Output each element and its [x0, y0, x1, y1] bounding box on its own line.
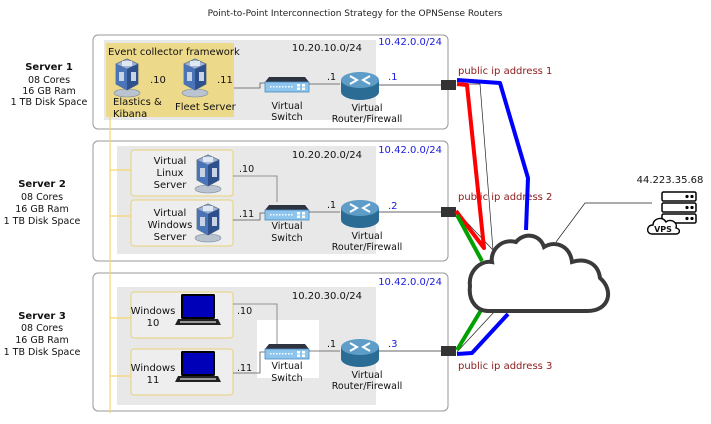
router-icon — [340, 199, 380, 229]
tunnel-links — [454, 78, 530, 356]
server-2: Server 2 08 Cores 16 GB Ram 1 TB Disk Sp… — [4, 140, 552, 262]
host-label: 11 — [147, 375, 160, 386]
switch-label: Switch — [271, 233, 302, 244]
router-icon — [340, 338, 380, 368]
switch-label: Switch — [271, 112, 302, 123]
host-label: Windows — [148, 220, 193, 231]
laptop-icon — [175, 351, 221, 382]
host-label-kibana: Kibana — [113, 109, 147, 120]
server-2-ram: 16 GB Ram — [15, 204, 68, 215]
host-label: Virtual — [154, 208, 187, 219]
diagram-title: Point-to-Point Interconnection Strategy … — [208, 9, 503, 19]
wan-port-1 — [441, 80, 456, 90]
switch-label: Virtual — [271, 221, 302, 232]
virtualbox-icon — [113, 58, 141, 98]
switch-label: Virtual — [271, 361, 302, 372]
vps-server-icon: VPS — [646, 191, 697, 235]
server-1-ram: 16 GB Ram — [22, 86, 75, 97]
host-label-elastic: Elastics & — [113, 97, 162, 108]
host-label: 10 — [147, 318, 160, 329]
vps-ip: 44.223.35.68 — [637, 175, 704, 186]
host-ip: .11 — [239, 209, 254, 220]
router-wan-ip: .1 — [388, 72, 398, 83]
event-collector-label: Event collector framework — [108, 47, 240, 58]
host-label: Server — [154, 232, 188, 243]
server-3-cores: 08 Cores — [21, 323, 63, 334]
server-1: Server 1 08 Cores 16 GB Ram 1 TB Disk Sp… — [11, 34, 552, 130]
host-ip: .10 — [150, 75, 166, 86]
server-1-disk: 1 TB Disk Space — [11, 97, 88, 108]
router-label: Router/Firewall — [332, 114, 403, 125]
server-3: Server 3 08 Cores 16 GB Ram 1 TB Disk Sp… — [4, 272, 552, 412]
virtual-switch-icon — [264, 204, 310, 221]
host-label-fleet: Fleet Server — [175, 102, 237, 113]
vps-label: VPS — [654, 225, 672, 234]
server-3-wan-subnet: 10.42.0.0/24 — [378, 277, 442, 288]
server-1-wan-subnet: 10.42.0.0/24 — [378, 37, 442, 48]
virtual-switch-icon — [264, 343, 310, 360]
router-wan-ip: .3 — [388, 339, 398, 350]
tunnel-thin-3 — [456, 310, 496, 353]
public-ip-label-1: public ip address 1 — [458, 66, 552, 77]
server-1-name: Server 1 — [25, 62, 73, 73]
management-bus — [109, 117, 131, 413]
server-1-lan-subnet: 10.20.10.0/24 — [292, 43, 362, 54]
virtualbox-icon — [194, 154, 222, 194]
wan-port-2 — [441, 207, 456, 217]
server-3-ram: 16 GB Ram — [15, 335, 68, 346]
server-2-disk: 1 TB Disk Space — [4, 216, 81, 227]
server-3-disk: 1 TB Disk Space — [4, 347, 81, 358]
host-label: Virtual — [154, 156, 187, 167]
host-ip: .10 — [237, 306, 252, 317]
public-ip-label-2: public ip address 2 — [458, 192, 552, 203]
router-lan-ip: .1 — [327, 72, 336, 83]
switch-label: Switch — [271, 373, 302, 384]
router-lan-ip: .1 — [327, 200, 336, 211]
server-1-cores: 08 Cores — [28, 75, 70, 86]
router-wan-ip: .2 — [388, 201, 398, 212]
tunnel-green-top — [455, 214, 484, 262]
router-lan-ip: .1 — [327, 339, 336, 350]
virtualbox-icon — [194, 203, 222, 243]
host-label: Server — [154, 180, 188, 191]
host-label: Windows — [131, 306, 176, 317]
vps-link — [555, 202, 652, 243]
router-label: Virtual — [351, 370, 382, 381]
server-3-lan-subnet: 10.20.30.0/24 — [292, 291, 362, 302]
server-2-cores: 08 Cores — [21, 192, 63, 203]
tunnel-green-bottom — [455, 305, 485, 352]
host-ip: .11 — [237, 363, 252, 374]
tunnel-blue-bottom — [456, 312, 510, 356]
host-ip: .11 — [217, 75, 233, 86]
router-label: Router/Firewall — [332, 381, 403, 392]
tunnel-blue-top — [456, 78, 530, 231]
host-ip: .10 — [239, 164, 254, 175]
wan-port-3 — [441, 346, 456, 356]
virtualbox-icon — [181, 58, 209, 98]
router-icon — [340, 71, 380, 101]
public-ip-label-3: public ip address 3 — [458, 361, 552, 372]
host-label: Linux — [157, 168, 184, 179]
server-2-wan-subnet: 10.42.0.0/24 — [378, 145, 442, 156]
laptop-icon — [175, 294, 221, 325]
internet-cloud-icon — [467, 233, 611, 313]
switch-label: Virtual — [271, 101, 302, 112]
router-label: Router/Firewall — [332, 242, 403, 253]
tunnel-red — [454, 82, 486, 250]
server-2-lan-subnet: 10.20.20.0/24 — [292, 150, 362, 161]
server-3-name: Server 3 — [18, 311, 66, 322]
router-label: Virtual — [351, 103, 382, 114]
server-2-name: Server 2 — [18, 179, 66, 190]
router-label: Virtual — [351, 231, 382, 242]
host-label: Windows — [131, 363, 176, 374]
virtual-switch-icon — [264, 76, 310, 93]
